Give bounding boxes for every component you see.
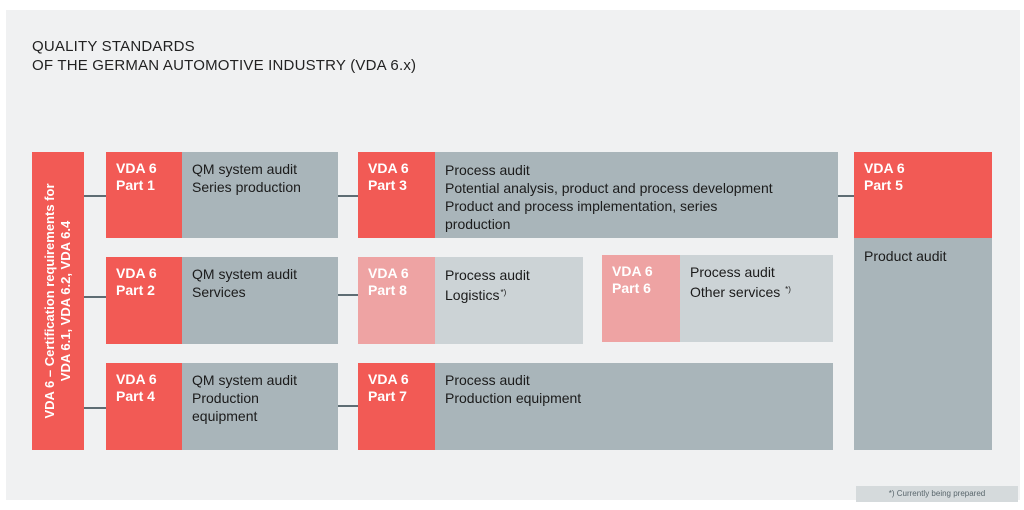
part8-desc-line-2: Logistics*): [445, 284, 575, 304]
part6-desc-line-1: Process audit: [690, 264, 775, 280]
part7-desc-line-2: Production equipment: [445, 390, 582, 406]
part4-desc-line-3: equipment: [192, 408, 258, 424]
footnote: *) Currently being prepared: [856, 486, 1018, 502]
part6-footnote-mark: *): [785, 285, 791, 294]
certification-label: VDA 6 – Certification requirements for V…: [42, 152, 74, 450]
part1-desc-line-2: Series production: [192, 179, 301, 195]
part1-desc-line-1: QM system audit: [192, 161, 298, 177]
part2-desc-line-2: Services: [192, 284, 246, 300]
part3-description-box: Process audit Potential analysis, produc…: [435, 152, 838, 238]
connector-part3-to-part5: [838, 195, 854, 197]
part4-description-box: QM system audit Production equipment: [182, 363, 338, 450]
part2-name: VDA 6: [116, 265, 157, 281]
part8-desc-text: Logistics: [445, 287, 500, 303]
connector-bar-to-part1: [84, 195, 106, 197]
part3-desc-line-1: Process audit: [445, 162, 530, 178]
part4-label-box: VDA 6 Part 4: [106, 363, 182, 450]
part4-desc-line-1: QM system audit: [192, 372, 298, 388]
part1-name: VDA 6: [116, 160, 157, 176]
part6-name: VDA 6: [612, 263, 653, 279]
part6-description-box: Process audit Other services *): [680, 255, 833, 342]
part7-description-box: Process audit Production equipment: [435, 363, 833, 450]
part2-desc-line-1: QM system audit: [192, 266, 298, 282]
part1-number: Part 1: [116, 177, 155, 193]
title-line-1: QUALITY STANDARDS: [32, 38, 195, 55]
part8-footnote-mark: *): [500, 288, 507, 297]
part5-desc-line-1: Product audit: [864, 248, 947, 264]
part8-desc-line-1: Process audit: [445, 267, 530, 283]
part4-number: Part 4: [116, 388, 155, 404]
part6-desc-line-2: Other services *): [690, 281, 825, 301]
page-title: QUALITY STANDARDS OF THE GERMAN AUTOMOTI…: [32, 37, 416, 75]
part7-name: VDA 6: [368, 371, 409, 387]
connector-bar-to-part4: [84, 407, 106, 409]
connector-part1-to-part3: [338, 195, 358, 197]
part6-desc-text: Other services: [690, 284, 781, 300]
part6-number: Part 6: [612, 280, 651, 296]
part3-label-box: VDA 6 Part 3: [358, 152, 435, 238]
part5-number: Part 5: [864, 177, 903, 193]
part6-label-box: VDA 6 Part 6: [602, 255, 680, 342]
part8-label-box: VDA 6 Part 8: [358, 257, 435, 344]
connector-bar-to-part2: [84, 296, 106, 298]
part2-number: Part 2: [116, 282, 155, 298]
part8-name: VDA 6: [368, 265, 409, 281]
part1-description-box: QM system audit Series production: [182, 152, 338, 238]
part7-number: Part 7: [368, 388, 407, 404]
part2-label-box: VDA 6 Part 2: [106, 257, 182, 344]
part4-name: VDA 6: [116, 371, 157, 387]
part8-description-box: Process audit Logistics*): [435, 257, 583, 344]
part5-name: VDA 6: [864, 160, 905, 176]
part7-desc-line-1: Process audit: [445, 372, 530, 388]
certification-label-line-2: VDA 6.1, VDA 6.2, VDA 6.4: [58, 220, 73, 382]
part8-number: Part 8: [368, 282, 407, 298]
part5-label-box: VDA 6 Part 5: [854, 152, 992, 238]
title-line-2: OF THE GERMAN AUTOMOTIVE INDUSTRY (VDA 6…: [32, 57, 417, 74]
part3-desc-line-2: Potential analysis, product and process …: [445, 180, 773, 196]
part3-name: VDA 6: [368, 160, 409, 176]
connector-part4-to-part7: [338, 405, 358, 407]
part7-label-box: VDA 6 Part 7: [358, 363, 435, 450]
part2-description-box: QM system audit Services: [182, 257, 338, 344]
certification-bar: [32, 152, 84, 450]
part3-desc-line-3: Product and process implementation, seri…: [445, 198, 718, 232]
part5-description-box: Product audit: [854, 238, 992, 450]
part1-label-box: VDA 6 Part 1: [106, 152, 182, 238]
part3-number: Part 3: [368, 177, 407, 193]
connector-part2-to-part8: [338, 294, 358, 296]
part4-desc-line-2: Production: [192, 390, 259, 406]
certification-label-line-1: VDA 6 – Certification requirements for: [42, 183, 57, 419]
